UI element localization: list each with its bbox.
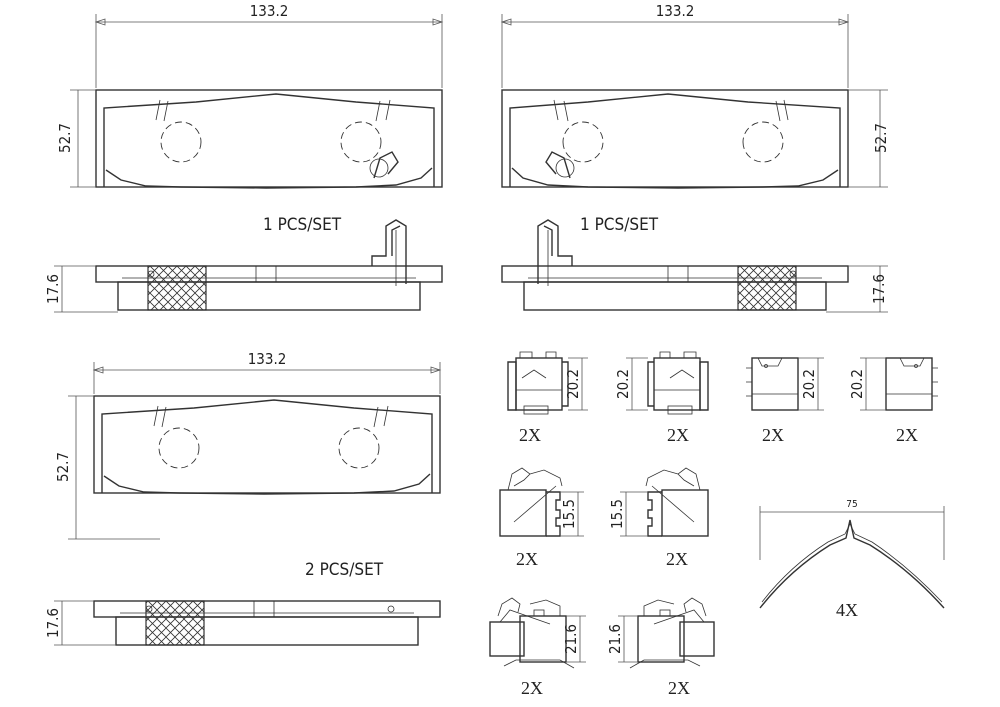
clip-height-label: 20.2 [848,369,866,399]
dim-thickness-top-right: 17.6 [826,265,888,313]
clip-height-label: 20.2 [614,369,632,399]
set-count-label: 2 PCS/SET [305,560,384,580]
set-count-label: 1 PCS/SET [263,215,342,235]
spring-height-label: 15.5 [608,499,626,529]
height-label: 52.7 [54,452,72,482]
wire-spring: 75 [759,499,945,609]
spring-height-label: 15.5 [560,499,578,529]
dim-width-top-right: 133.2 [500,2,850,88]
pad-edge-top-right [501,219,849,311]
dim-thickness-bottom-left: 17.6 [44,600,116,646]
height-label: 52.7 [56,123,74,153]
clip-height-label: 20.2 [800,369,818,399]
abutment-clip-3: 20.2 [746,357,824,411]
qty-label: 2X [667,425,689,445]
qty-label: 4X [836,600,858,620]
qty-label: 2X [516,549,538,569]
qty-label: 2X [896,425,918,445]
pad-edge-top-left [95,219,443,311]
width-label: 133.2 [250,2,289,20]
anti-rattle-spring-2: 15.5 [608,467,709,537]
dim-height-top-left: 52.7 [56,89,96,188]
wire-width-label: 75 [846,499,857,510]
thickness-label: 17.6 [870,274,888,304]
width-label: 133.2 [248,350,287,368]
qty-label: 2X [521,678,543,698]
qty-label: 2X [762,425,784,445]
pad-edge-bottom-left [93,600,441,646]
dim-height-bottom-left: 52.7 [54,395,160,540]
abutment-clip-1: 20.2 [507,351,588,415]
clip-height-label: 21.6 [562,624,580,654]
thickness-label: 17.6 [44,608,62,638]
pad-face-top-right [501,89,849,189]
clip-height-label: 21.6 [606,624,624,654]
set-count-label: 1 PCS/SET [580,215,659,235]
qty-label: 2X [519,425,541,445]
dim-height-top-right: 52.7 [848,89,890,188]
abutment-clip-2: 20.2 [614,351,709,415]
dim-width-bottom-left: 133.2 [92,350,442,394]
pad-face-bottom-left [93,395,441,495]
width-label: 133.2 [656,2,695,20]
qty-label: 2X [668,678,690,698]
dim-thickness-top-left: 17.6 [44,265,118,313]
clip-height-label: 20.2 [564,369,582,399]
pad-face-top-left [95,89,443,189]
anti-rattle-spring-1: 15.5 [499,467,584,537]
pad-clip-1: 21.6 [489,597,586,669]
qty-label: 2X [666,549,688,569]
abutment-clip-4: 20.2 [848,357,938,411]
dim-width-top-left: 133.2 [94,2,444,88]
pad-clip-2: 21.6 [606,597,715,669]
height-label: 52.7 [872,123,890,153]
thickness-label: 17.6 [44,274,62,304]
